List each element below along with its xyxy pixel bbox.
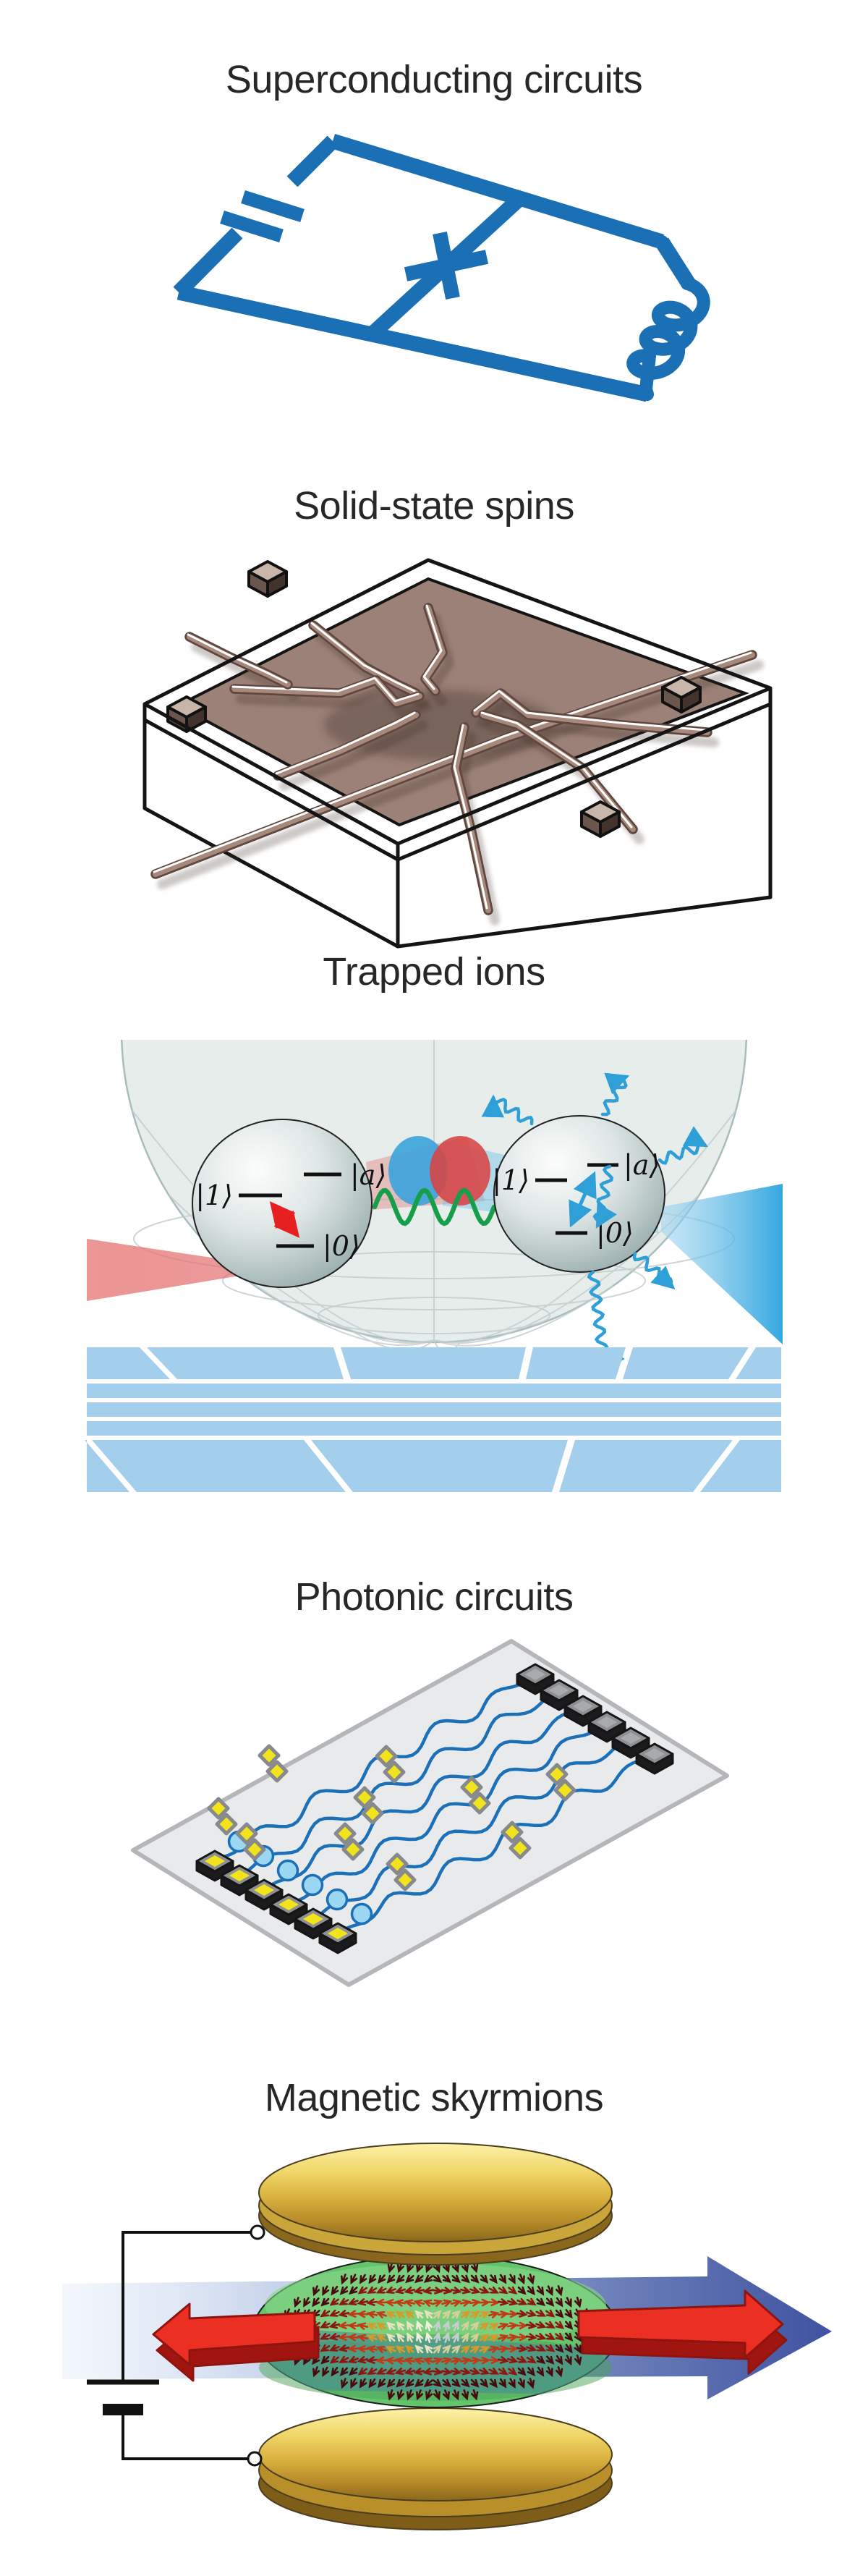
skyrmion-layer (252, 2255, 618, 2408)
chip-substrate-outline (142, 704, 773, 949)
section-title-solid-state-spins: Solid-state spins (294, 484, 574, 528)
blue-laser-beam (661, 1184, 783, 1344)
bottom-gold-electrode (258, 2407, 613, 2530)
photonic-components (195, 1663, 674, 1954)
blue-transition-arrow (569, 1171, 597, 1228)
chip-top-rim (142, 558, 773, 862)
right-ion-levels (535, 1163, 618, 1235)
skyrmion-spin-texture (274, 2261, 592, 2401)
right-level-a-label: |a⟩ (624, 1149, 660, 1181)
right-level-0-label: |0⟩ (596, 1217, 634, 1249)
left-level-1-label: |1⟩ (195, 1179, 233, 1211)
top-terminal (250, 2224, 265, 2240)
inductor-icon (626, 235, 710, 401)
phonon-wave (372, 1187, 497, 1226)
bowl-wireframe (132, 1040, 736, 1347)
section-title-magnetic-skyrmions: Magnetic skyrmions (264, 2076, 604, 2119)
bottom-terminal (247, 2451, 263, 2467)
blue-wavepacket (388, 1136, 448, 1206)
josephson-junction-icon (404, 232, 489, 300)
waveguides (213, 1673, 656, 1935)
red-transition-arrow (269, 1201, 300, 1238)
capacitor-icon (220, 190, 305, 243)
red-wavepacket (430, 1136, 490, 1206)
left-level-a-label: |a⟩ (350, 1159, 386, 1191)
skyrmion-device (62, 2143, 832, 2530)
trap-electrodes (85, 1347, 781, 1492)
trapped-ion-illustration: |1⟩ |a⟩ |0⟩ |1⟩ |a⟩ |0⟩ (85, 1040, 783, 1492)
battery-icon (87, 2379, 159, 2415)
top-gold-electrode (258, 2143, 613, 2266)
section-title-photonic-circuits: Photonic circuits (294, 1575, 574, 1619)
superconducting-circuit-diagram (173, 133, 710, 402)
circuit-loop (173, 133, 695, 402)
red-current-arrows (152, 2289, 788, 2382)
metal-gate-wires (150, 603, 764, 925)
left-ion-levels (239, 1172, 341, 1248)
photonic-circuit-chip (131, 1639, 729, 1987)
bias-circuit (87, 2224, 265, 2467)
contact-pads (166, 560, 702, 838)
left-level-0-label: |0⟩ (323, 1230, 360, 1262)
right-level-1-label: |1⟩ (492, 1164, 529, 1196)
red-laser-beam (87, 1239, 284, 1301)
solid-state-spin-chip (142, 558, 773, 949)
section-title-trapped-ions: Trapped ions (323, 950, 545, 993)
section-title-superconducting-circuits: Superconducting circuits (225, 58, 643, 101)
